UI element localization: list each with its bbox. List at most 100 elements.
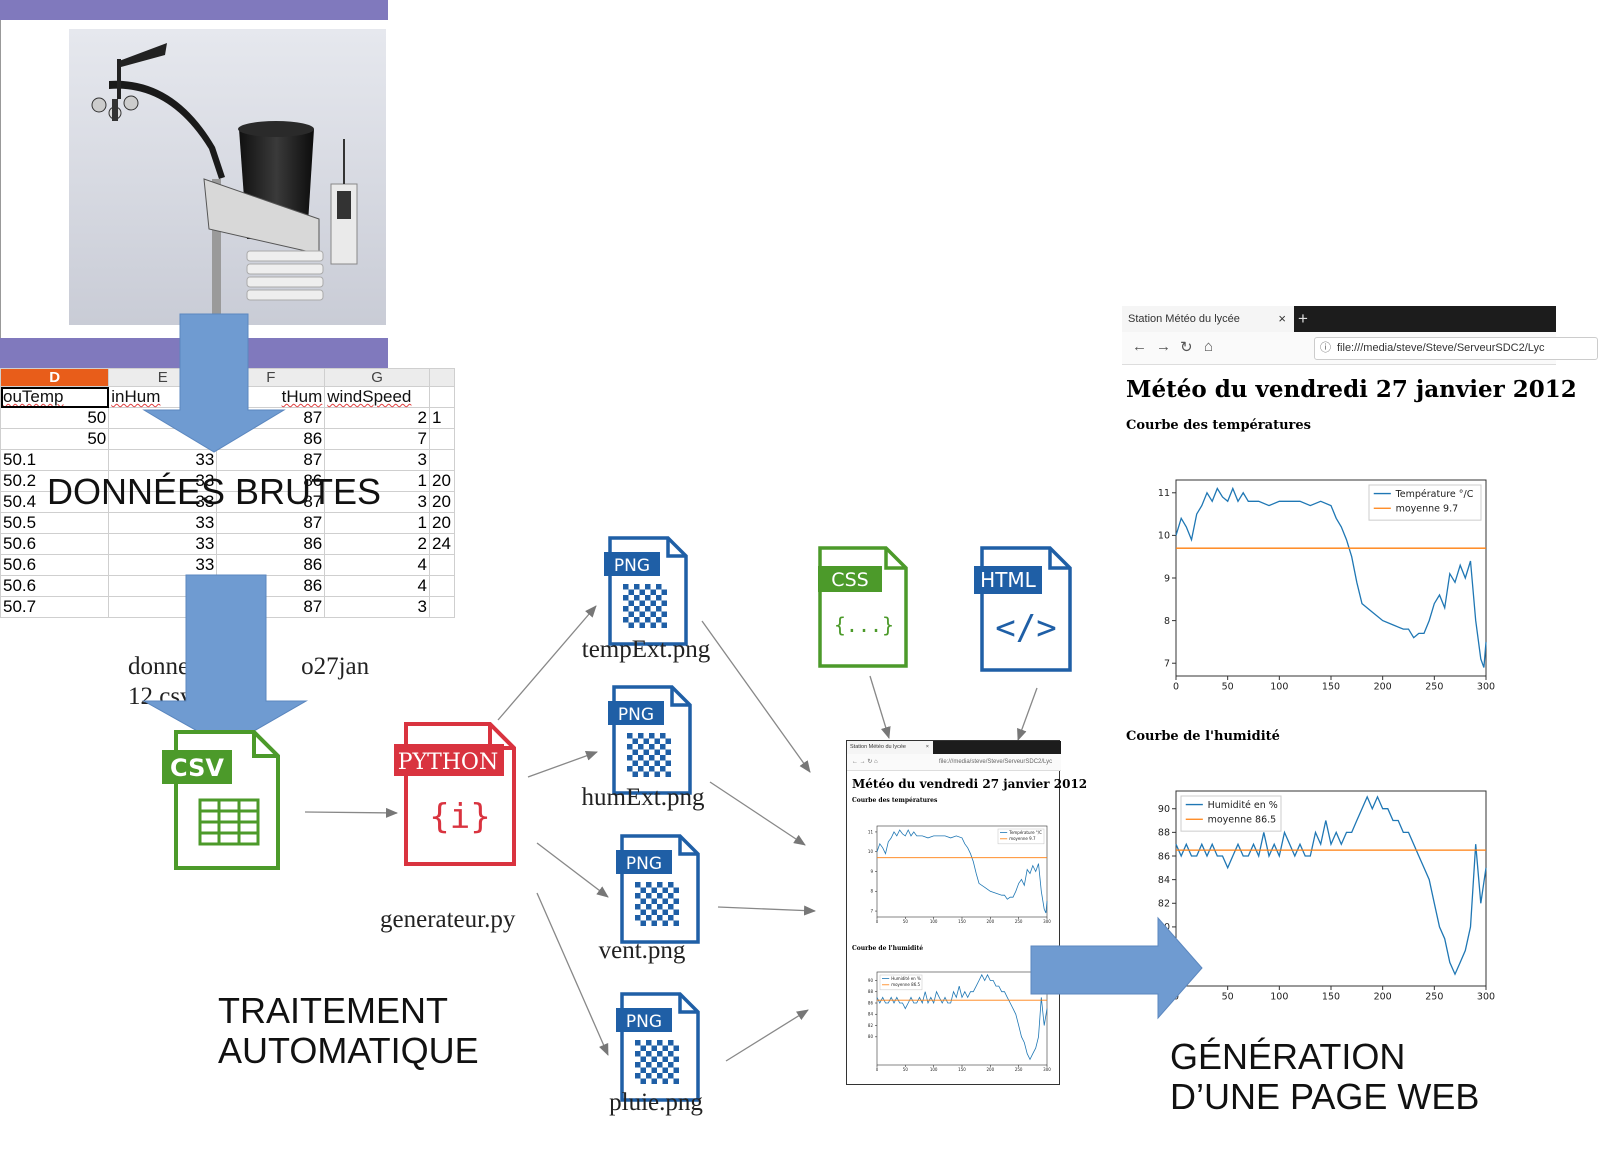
html-glyph: </> <box>995 608 1056 648</box>
table-cell[interactable]: 50.6 <box>0 554 110 576</box>
arrow-python-to-pluie <box>536 892 609 1056</box>
table-cell[interactable]: 50.6 <box>0 533 110 555</box>
png-file-icon: PNG <box>604 536 688 646</box>
y-tick-label: 86 <box>868 1000 874 1005</box>
browser-tab[interactable]: Station Météo du lycée × <box>1122 306 1294 332</box>
series-line-0 <box>1175 486 1487 668</box>
png-file-caption: tempExt.png <box>581 636 711 663</box>
home-icon[interactable]: ⌂ <box>1204 338 1214 355</box>
arrow-tempext-to-page <box>701 620 811 773</box>
browser-tab-title: Station Météo du lycée <box>1128 313 1240 325</box>
legend-label: moyenne 9.7 <box>1396 504 1459 515</box>
png-file-icon: PNG <box>616 992 700 1102</box>
x-tick-label: 300 <box>1043 1067 1051 1072</box>
png-badge-text: PNG <box>626 854 662 874</box>
close-icon[interactable]: × <box>1278 311 1286 326</box>
right-arrow-to-webpage-overlay <box>1030 916 1203 1020</box>
arrow-vent-to-page <box>717 905 816 916</box>
y-tick-label: 84 <box>1158 875 1170 886</box>
x-tick-label: 50 <box>1222 992 1234 1003</box>
css-glyph: {...} <box>834 613 894 637</box>
y-tick-label: 80 <box>868 1034 874 1039</box>
back-icon[interactable]: ← <box>1132 338 1147 355</box>
reload-icon[interactable]: ↻ <box>1180 339 1193 356</box>
arrow-csv-to-python <box>304 807 398 818</box>
label-generation-line1: GÉNÉRATION <box>1170 1036 1406 1077</box>
table-cell[interactable]: 50.1 <box>0 449 110 471</box>
table-cell[interactable]: 24 <box>428 533 456 555</box>
x-tick-label: 100 <box>930 919 938 924</box>
y-tick-label: 88 <box>1158 828 1170 839</box>
table-cell[interactable] <box>428 596 456 618</box>
x-tick-label: 200 <box>1374 682 1392 693</box>
table-cell[interactable]: 3 <box>324 596 430 618</box>
png-file-icon: PNG <box>616 834 700 944</box>
table-cell[interactable]: 86 <box>216 533 326 555</box>
column-letter-d[interactable]: D <box>0 368 110 387</box>
y-tick-label: 11 <box>868 829 874 834</box>
x-tick-label: 200 <box>1374 992 1392 1003</box>
csv-file-icon: CSV <box>162 730 280 870</box>
png-file-caption: vent.png <box>598 937 686 964</box>
x-tick-label: 100 <box>1270 992 1288 1003</box>
weather-station-photo-frame <box>0 0 388 370</box>
table-cell[interactable]: 20 <box>428 512 456 534</box>
legend-label: Température °/C <box>1395 489 1474 500</box>
section-title-temp: Courbe des températures <box>1126 418 1311 433</box>
x-tick-label: 300 <box>1477 992 1495 1003</box>
preview-tab: Station Météo du lycée × <box>847 741 933 754</box>
url-text: file:///media/steve/Steve/ServeurSDC2/Ly… <box>1337 342 1545 354</box>
table-cell[interactable]: 33 <box>108 491 218 513</box>
python-badge-text: PYTHON <box>398 750 498 775</box>
arrow-humext-to-page <box>709 781 806 846</box>
label-donnees-brutes: DONNÉES BRUTES <box>47 471 382 512</box>
x-tick-label: 150 <box>958 1067 966 1072</box>
y-tick-label: 10 <box>1158 531 1170 542</box>
arrow-python-to-humext <box>527 751 598 778</box>
x-tick-label: 250 <box>1425 992 1443 1003</box>
table-cell[interactable]: 33 <box>108 512 218 534</box>
x-tick-label: 250 <box>1015 919 1023 924</box>
csv-caption-part1: donne <box>128 653 190 680</box>
info-icon[interactable]: ⓘ <box>1320 342 1331 354</box>
x-tick-label: 300 <box>1477 682 1495 693</box>
y-tick-label: 9 <box>1164 573 1170 584</box>
photo-left-border <box>0 20 1 338</box>
preview-tab-bar: Station Météo du lycée × <box>847 741 1061 754</box>
legend-label: Humidité en % <box>891 976 921 981</box>
weather-station-photo <box>69 29 386 325</box>
forward-icon[interactable]: → <box>1156 338 1171 355</box>
y-tick-label: 7 <box>870 908 873 913</box>
y-tick-label: 11 <box>1158 488 1170 499</box>
new-tab-icon[interactable]: + <box>1298 309 1308 328</box>
x-tick-label: 50 <box>903 919 909 924</box>
purple-band-top <box>0 0 388 20</box>
url-bar[interactable]: ⓘ file:///media/steve/Steve/ServeurSDC2/… <box>1314 337 1598 360</box>
png-badge-text: PNG <box>626 1012 662 1032</box>
series-line-0 <box>1175 795 1487 976</box>
arrow-python-to-vent <box>536 842 609 898</box>
table-cell[interactable]: 50.7 <box>0 596 110 618</box>
python-glyph: {i} <box>429 797 490 837</box>
table-cell[interactable]: 87 <box>216 491 326 513</box>
table-cell[interactable]: 33 <box>108 449 218 471</box>
x-tick-label: 50 <box>1222 682 1234 693</box>
html-badge-text: HTML <box>980 568 1037 592</box>
header-cell[interactable]: ouTemp <box>0 386 110 408</box>
down-arrow-data-to-csv-overlay <box>142 574 308 748</box>
html-file-icon: HTML </> <box>974 546 1072 672</box>
preview-nav-bar: ← → ↻ ⌂ file:///media/steve/Steve/Serveu… <box>847 754 1061 771</box>
y-tick-label: 10 <box>868 849 874 854</box>
header-cell[interactable]: windSpeed <box>324 386 430 408</box>
legend-label: Humidité en % <box>1208 800 1278 811</box>
x-tick-label: 50 <box>903 1067 909 1072</box>
legend-box <box>1180 795 1282 832</box>
series-line-0 <box>876 829 1048 914</box>
label-traitement: TRAITEMENT AUTOMATIQUE <box>218 991 479 1071</box>
y-tick-label: 90 <box>868 978 874 983</box>
png-file-icon: PNG <box>608 685 692 795</box>
label-generation: GÉNÉRATION D’UNE PAGE WEB <box>1170 1037 1479 1117</box>
x-tick-label: 150 <box>1322 682 1340 693</box>
